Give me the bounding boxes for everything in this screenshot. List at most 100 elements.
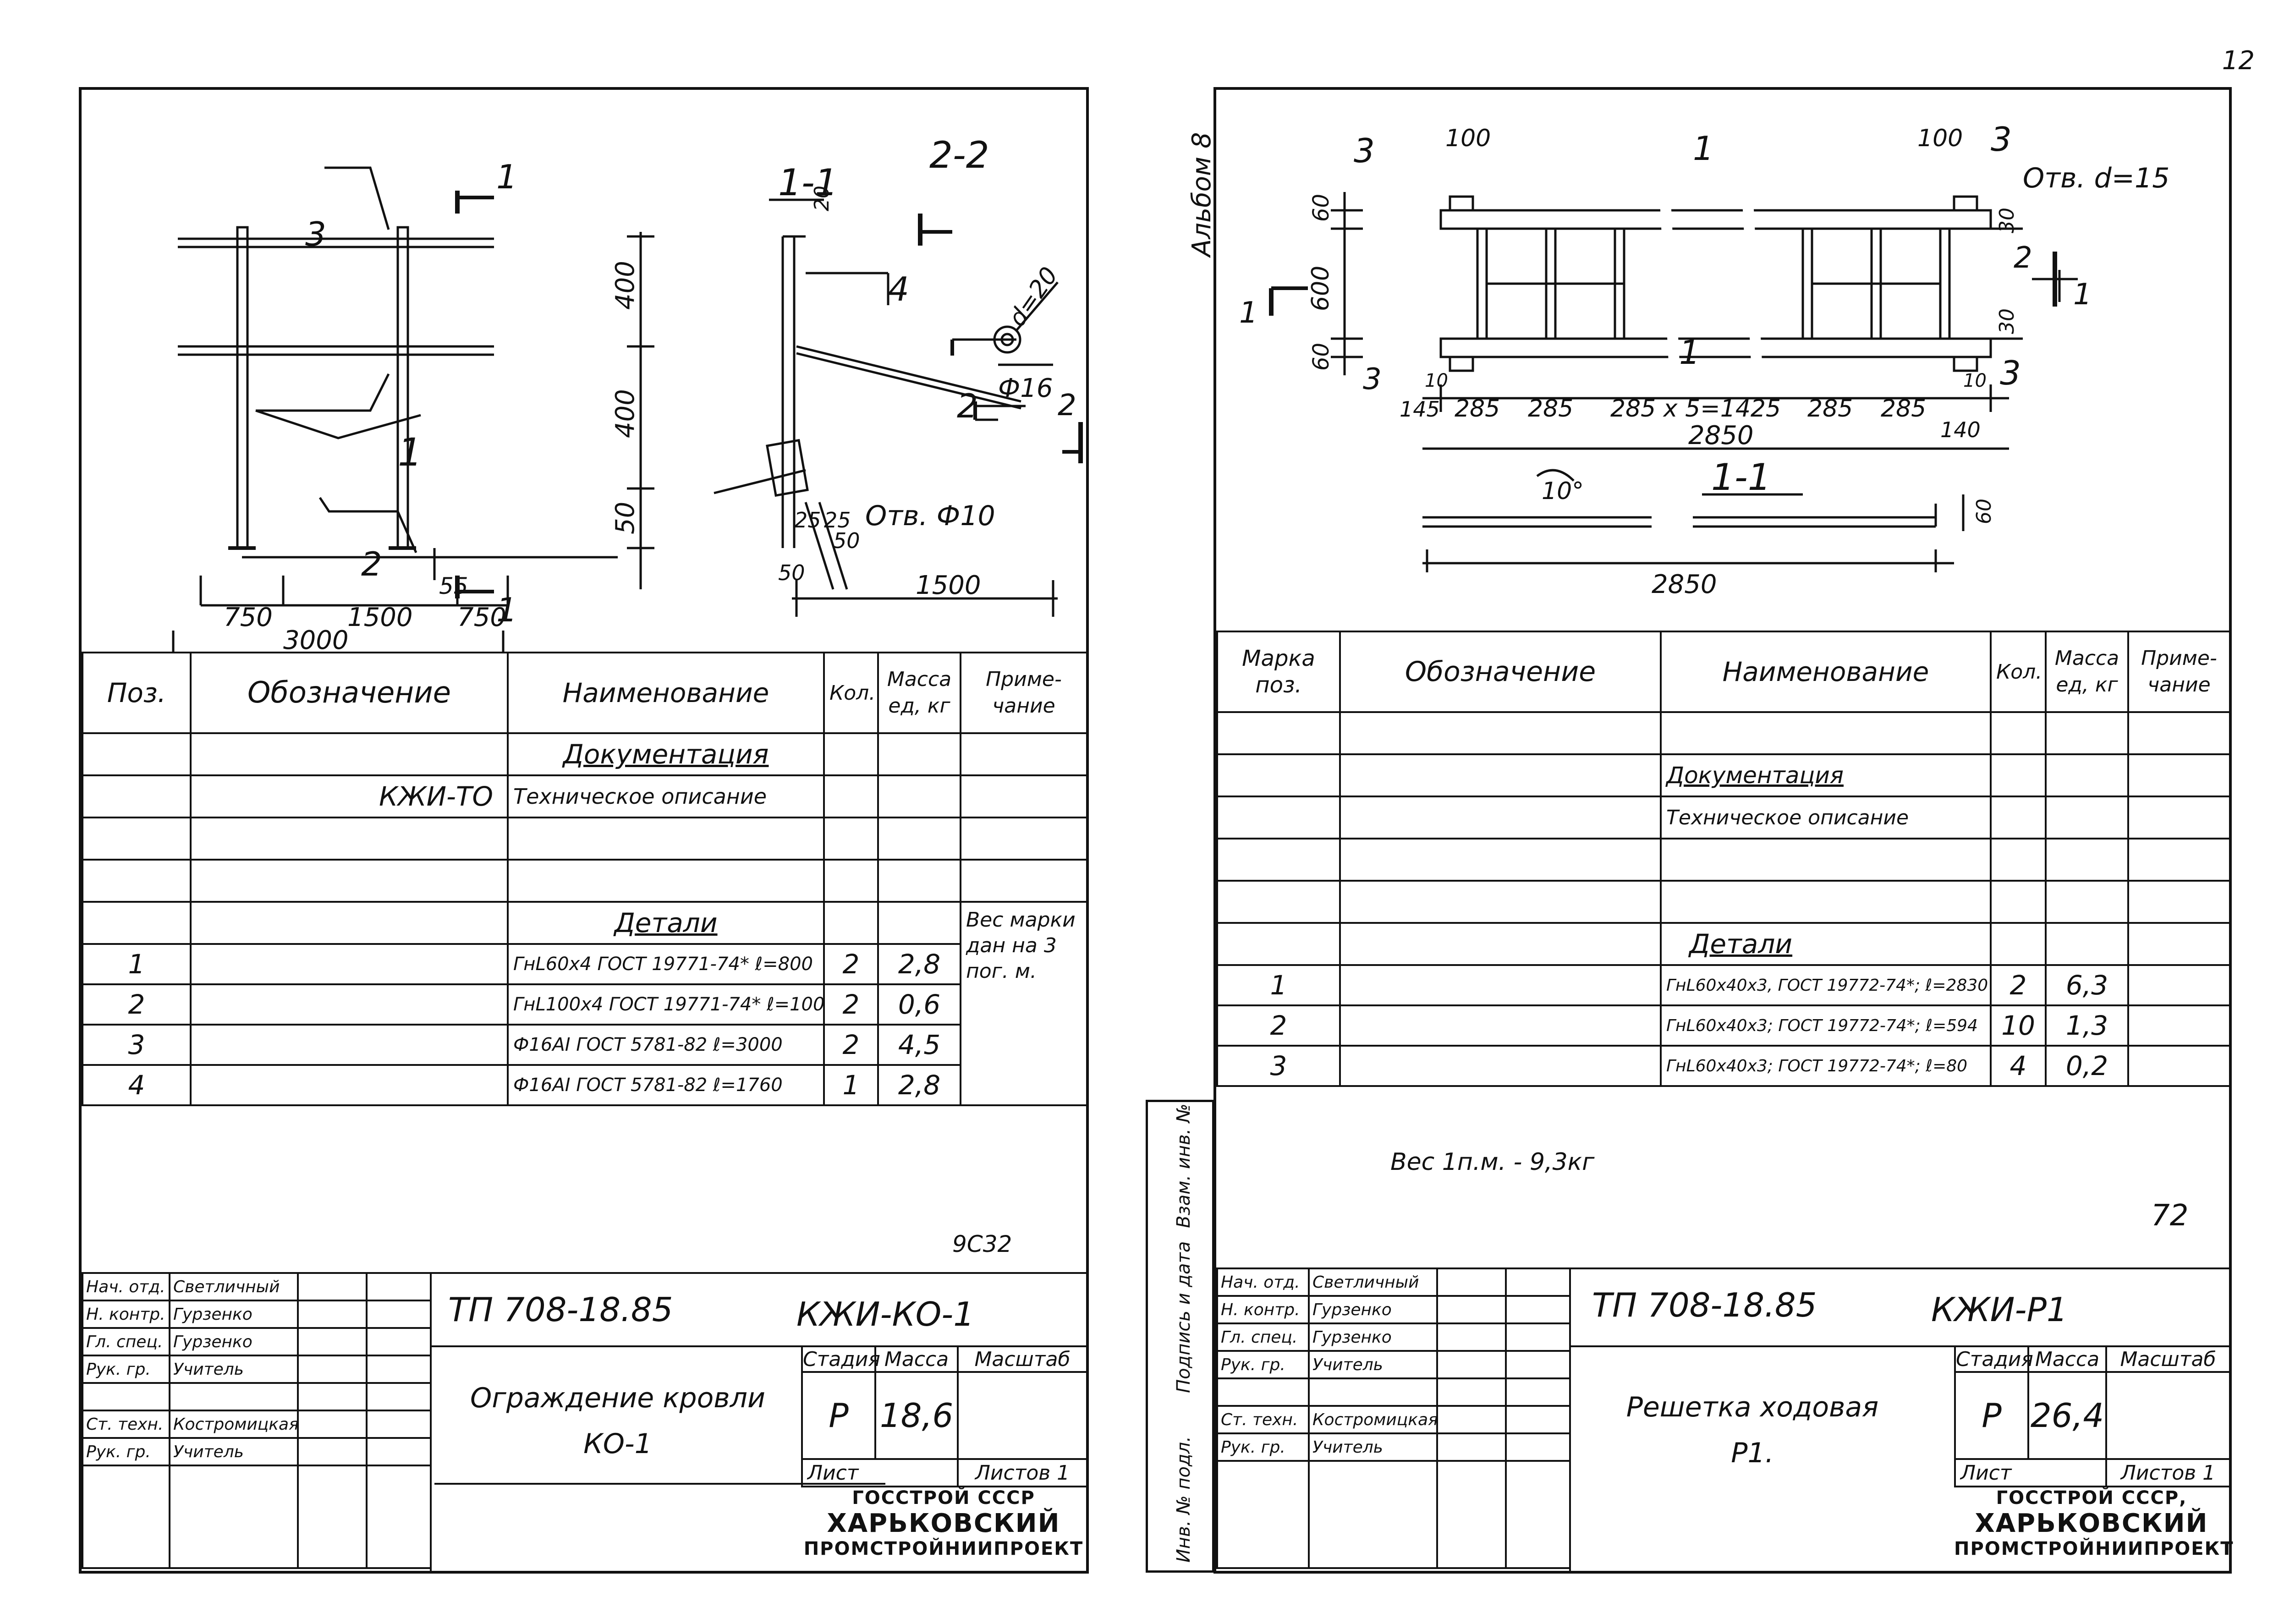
section-dim-50-b: 50	[833, 528, 860, 553]
plan-pos-3-bl: 3	[1363, 362, 1382, 396]
signature	[1436, 1322, 1507, 1352]
date	[1505, 1267, 1571, 1297]
date	[366, 1327, 432, 1356]
empty	[1436, 1460, 1507, 1569]
spec-cell	[1216, 922, 1341, 966]
plan-pos-3-tl: 3	[1354, 132, 1375, 170]
spec-row-tech-name: Техническое описание	[507, 774, 825, 818]
role	[1216, 1377, 1310, 1407]
titleblock-signatures-left: Нач. отд.Светличный Н. контр.Гурзенко Гл…	[82, 1272, 432, 1569]
plan-pos-2: 2	[2014, 241, 2032, 275]
role: Рук. гр.	[82, 1437, 170, 1466]
spec-row-qty: 2	[823, 1024, 879, 1066]
section-dim-20: 20	[810, 186, 834, 211]
spec-cell	[2127, 838, 2231, 882]
section-2-2-diameter: d=20	[1004, 262, 1064, 331]
strip-signature-date: Подпись и дата	[1173, 1241, 1194, 1393]
plan-dim-285-d: 285	[1881, 395, 1926, 422]
spec-header-name: Наименование	[507, 652, 825, 734]
section-dim-50-a: 50	[778, 560, 805, 585]
signature	[1436, 1432, 1507, 1462]
spec-cell	[1990, 880, 2047, 924]
doc-code: ТП 708-18.85	[448, 1290, 673, 1329]
spec-cell	[507, 817, 825, 861]
drawing-walkway-grating: 3 100 1 100 3 Отв. d=15 60 600 60 30 2 3…	[1239, 120, 2169, 599]
weight-note: Вес 1п.м. - 9,3кг	[1390, 1148, 1595, 1176]
signature	[1436, 1267, 1507, 1297]
signature	[1436, 1405, 1507, 1434]
spec-cell	[1339, 922, 1662, 966]
spec-cell	[1216, 796, 1341, 839]
drawing-title: Ограждение кровли	[470, 1382, 765, 1414]
spec-header-name: Наименование	[1660, 631, 1992, 713]
signature	[297, 1272, 368, 1301]
titleblock-divider	[430, 1345, 1086, 1347]
plan-dim-285-c: 285	[1807, 395, 1853, 422]
spec-cell	[2045, 753, 2129, 797]
stage-value: Р	[1954, 1371, 2029, 1460]
spec-header-note: Приме- чание	[960, 652, 1088, 734]
spec-cell	[190, 1064, 509, 1106]
strip-replace-inv: Взам. инв. №	[1173, 1103, 1194, 1228]
spec-row-name: ГнL60х40х3; ГОСТ 19772-74*; ℓ=594	[1660, 1004, 1992, 1047]
plan-section-mark-bottom: 1	[496, 591, 517, 629]
section-mark-2: 2	[1058, 389, 1076, 422]
date	[366, 1410, 432, 1439]
role: Рук. гр.	[1216, 1432, 1310, 1462]
mass-label: Масса	[874, 1345, 959, 1373]
spec-cell	[1990, 711, 2047, 755]
spec-row-mass: 0,2	[2045, 1045, 2129, 1087]
spec-cell	[2045, 711, 2129, 755]
role	[82, 1382, 170, 1411]
spec-cell	[1339, 838, 1662, 882]
titleblock-divider	[1569, 1267, 1571, 1571]
spec-row-name: ГнL60х40х3, ГОСТ 19772-74*; ℓ=2830	[1660, 964, 1992, 1006]
spec-cell	[960, 859, 1088, 903]
titleblock-divider	[434, 1483, 885, 1485]
plan-dim-285-a: 285	[1455, 395, 1500, 422]
section-dim-25-b: 25	[824, 508, 851, 532]
plan-section-mark-left: 1	[1239, 296, 1258, 330]
spec-table-right: Марка поз. Обозначение Наименование Кол.…	[1216, 631, 2231, 1087]
strip-inv-original: Инв. № подл.	[1173, 1436, 1194, 1563]
role: Гл. спец.	[1216, 1322, 1310, 1352]
spec-cell	[2127, 964, 2231, 1006]
spec-cell	[1339, 880, 1662, 924]
stage-value: Р	[801, 1371, 876, 1460]
date	[1505, 1405, 1571, 1434]
sheet-walkway-grating: 3 100 1 100 3 Отв. d=15 60 600 60 30 2 3…	[1213, 87, 2234, 1574]
spec-cell	[877, 732, 961, 776]
spec-note: Вес марки дан на 3 пог. м.	[960, 901, 1088, 1106]
spec-cell	[2127, 1045, 2231, 1087]
spec-row-documentation: Документация	[1660, 753, 1992, 797]
spec-cell	[2127, 922, 2231, 966]
sheet-code: КЖИ-КО-1	[796, 1295, 975, 1333]
spec-row-qty: 4	[1990, 1045, 2047, 1087]
role: Гл. спец.	[82, 1327, 170, 1356]
spec-cell	[823, 817, 879, 861]
date	[1505, 1432, 1571, 1462]
stamp-reference: 9С32	[952, 1231, 1012, 1257]
organization: ГОССТРОЙ СССР ХАРЬКОВСКИЙ ПРОМСТРОЙНИИПР…	[801, 1487, 1086, 1559]
spec-header-qty: Кол.	[823, 652, 879, 734]
mass-value: 26,4	[2027, 1371, 2107, 1460]
doc-code: ТП 708-18.85	[1592, 1286, 1817, 1324]
spec-cell	[2127, 880, 2231, 924]
name: Светличный	[169, 1272, 299, 1301]
role: Н. контр.	[1216, 1295, 1310, 1324]
org-line-3: ПРОМСТРОЙНИИПРОЕКТ	[1954, 1538, 2234, 1559]
empty	[1308, 1460, 1438, 1569]
spec-row-name: Ф16АI ГОСТ 5781-82 ℓ=1760	[507, 1064, 825, 1106]
section-2-2-rod: Ф16	[998, 373, 1053, 403]
org-line-3: ПРОМСТРОЙНИИПРОЕКТ	[803, 1538, 1084, 1559]
spec-header-mass: Масса ед, кг	[2045, 631, 2129, 713]
spec-cell	[1339, 711, 1662, 755]
scale-label: Масштаб	[957, 1345, 1088, 1373]
empty	[366, 1465, 432, 1569]
spec-cell	[82, 732, 192, 776]
section-pos-4: 4	[888, 270, 909, 308]
spec-row-tech-name: Техническое описание	[1660, 796, 1992, 839]
spec-cell	[1660, 838, 1992, 882]
section-1-1-title-right: 1-1	[1711, 456, 1771, 499]
spec-row-name: ГнL100х4 ГОСТ 19771-74* ℓ=100	[507, 983, 825, 1026]
